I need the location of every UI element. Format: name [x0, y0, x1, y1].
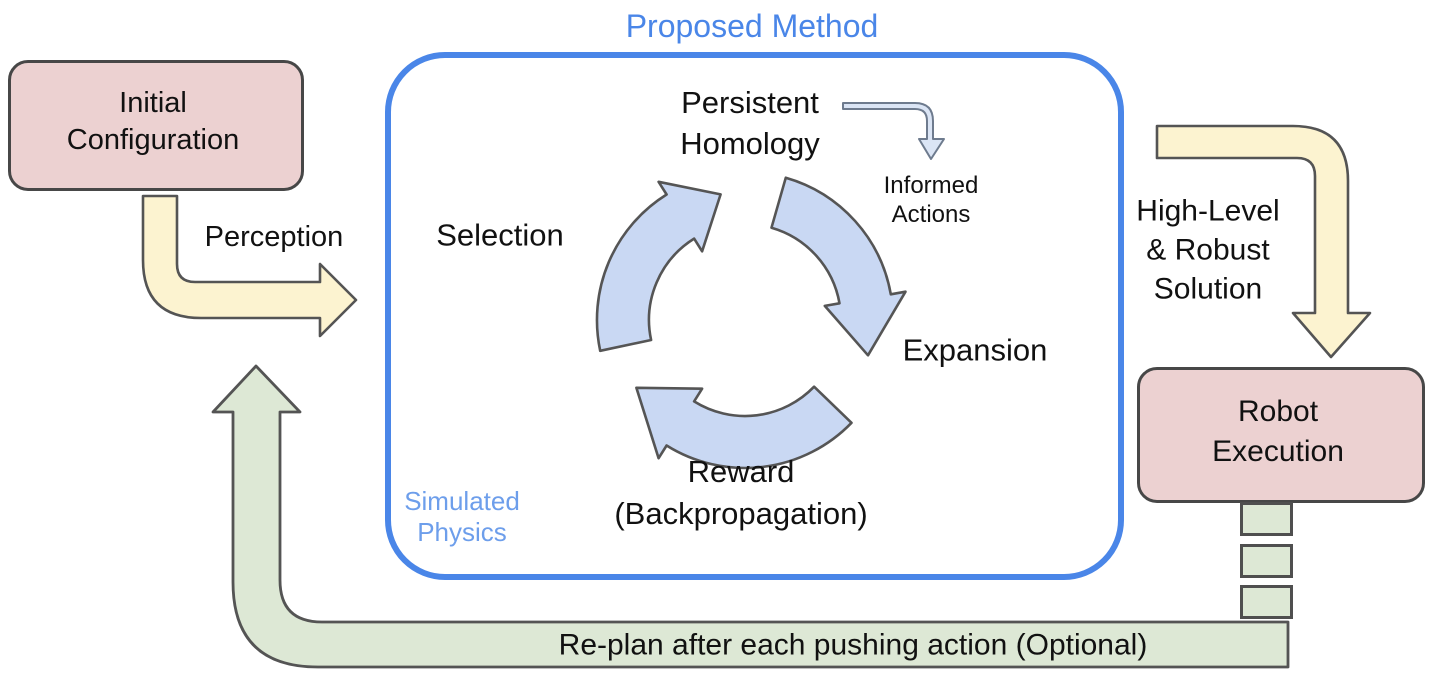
replan-label: Re-plan after each pushing action (Optio… [558, 628, 1148, 662]
solution-arrow [1155, 124, 1372, 359]
initial-configuration-label: Initial Configuration [66, 87, 240, 156]
connector-dash [1240, 544, 1293, 578]
robot-execution-box [1137, 367, 1425, 503]
initial-configuration-box [8, 60, 304, 191]
selection-label: Selection [436, 217, 564, 253]
persistent-homology-label: Persistent Homology [680, 85, 820, 161]
replan-arrow [211, 364, 1290, 669]
high-level-robust-solution-label: High-Level & Robust Solution [1136, 194, 1280, 306]
informed-actions-label: Informed Actions [883, 172, 979, 228]
reward-backpropagation-label: Reward (Backpropagation) [614, 454, 868, 531]
selection-arc-arrow [595, 180, 722, 353]
mcts-cycle [595, 176, 907, 470]
simulated-physics-label: Simulated Physics [404, 486, 520, 547]
connector-dash [1240, 585, 1293, 619]
informed-actions-arrow [842, 102, 945, 160]
proposed-method-container [385, 52, 1124, 580]
reward-arc-arrow [635, 385, 853, 470]
proposed-method-title: Proposed Method [625, 8, 879, 44]
perception-arrow [141, 194, 358, 338]
connector-dash [1240, 502, 1293, 536]
robot-execution-label: Robot Execution [1212, 395, 1344, 468]
perception-label: Perception [204, 220, 344, 253]
expansion-label: Expansion [902, 332, 1048, 368]
expansion-arc-arrow [770, 176, 907, 357]
